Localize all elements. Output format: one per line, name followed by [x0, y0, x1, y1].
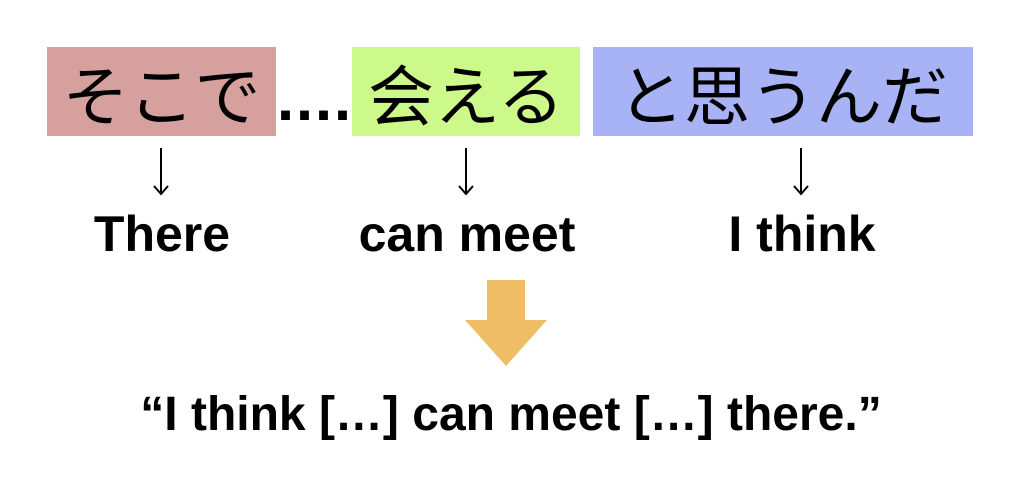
- ellipsis: ....: [276, 74, 352, 132]
- japanese-segment-soko-de: そこで: [47, 47, 276, 136]
- result-sentence: “I think […] can meet […] there.”: [140, 388, 882, 441]
- result-arrow-icon: [465, 280, 547, 366]
- down-arrow-icon: [793, 148, 809, 196]
- japanese-segment-aeru: 会える: [352, 47, 580, 136]
- japanese-segment-to-omounda: と思うんだ: [593, 47, 973, 136]
- down-arrow-icon: [153, 148, 169, 196]
- down-arrow-icon: [458, 148, 474, 196]
- translation-there: There: [93, 206, 231, 262]
- translation-can-meet: can meet: [358, 206, 576, 262]
- translation-i-think: I think: [728, 206, 876, 262]
